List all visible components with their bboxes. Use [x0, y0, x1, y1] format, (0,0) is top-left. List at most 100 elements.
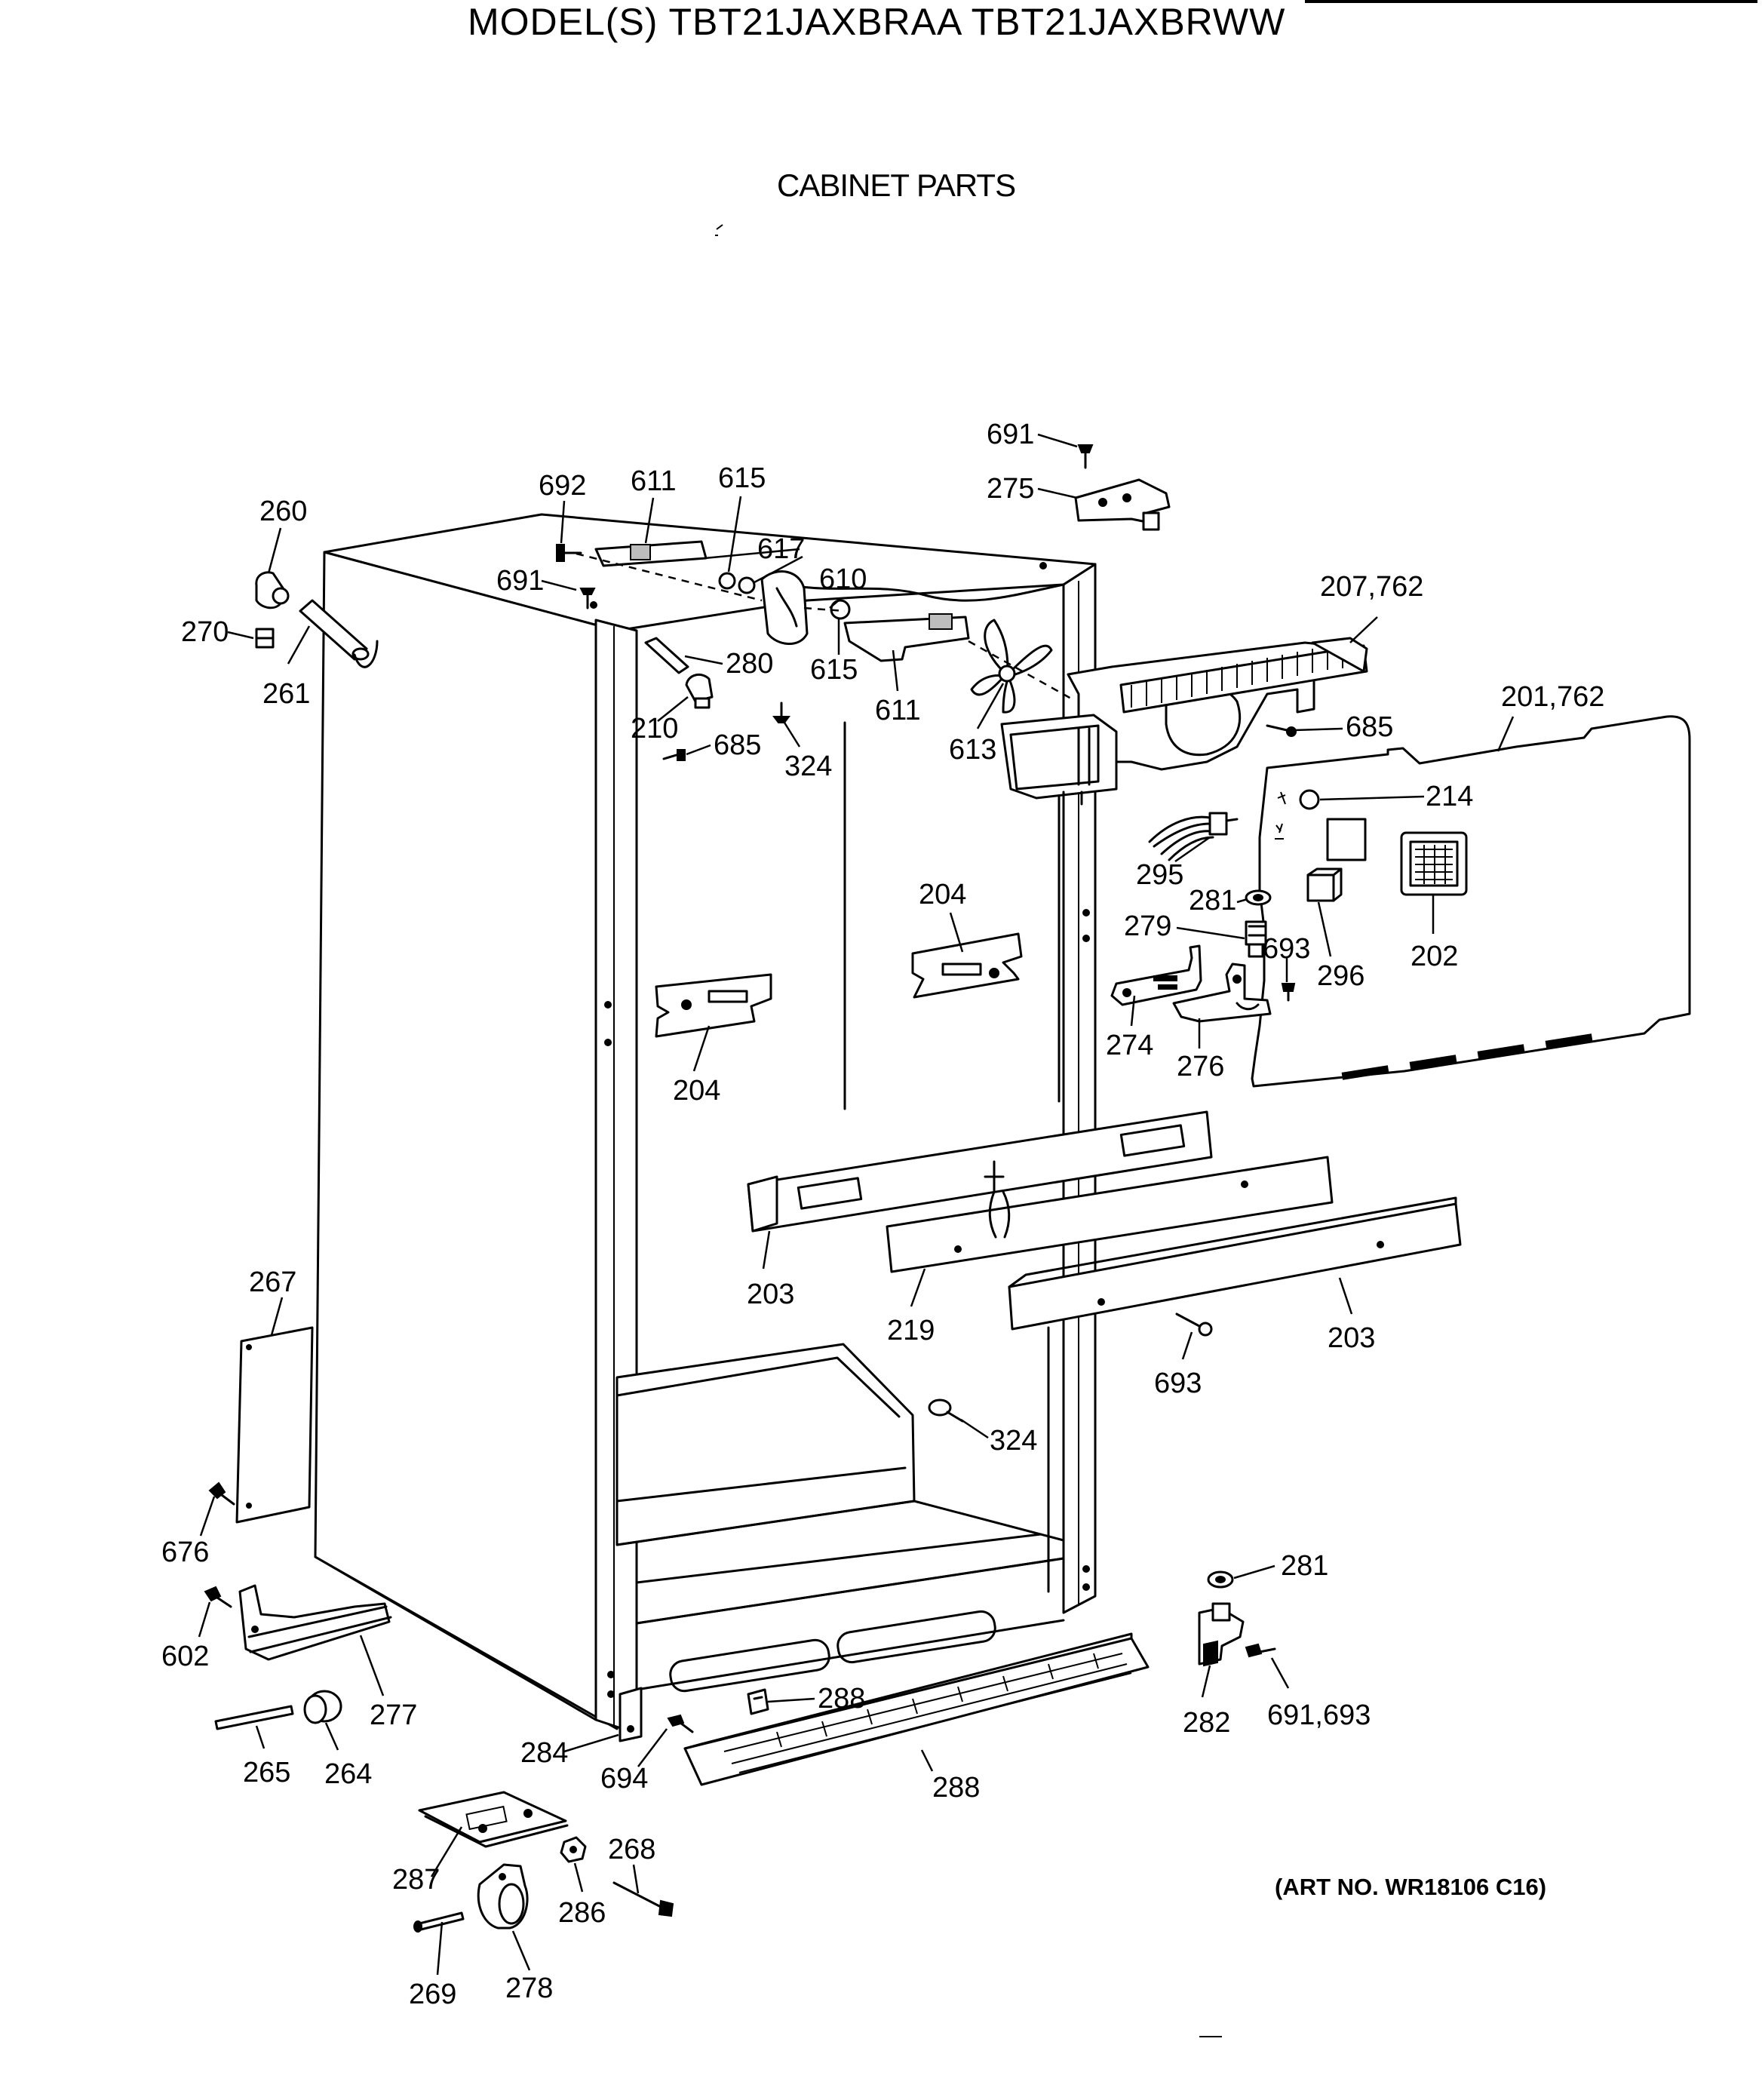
cabinet-body — [314, 513, 1097, 1735]
panel-267 — [235, 1326, 314, 1524]
callout-611-top: 611 — [631, 465, 677, 497]
bolt-268 — [612, 1881, 674, 1917]
switch-296 — [1306, 867, 1343, 902]
callout-692: 692 — [539, 470, 586, 502]
callout-693-mid: 693 — [1154, 1368, 1202, 1399]
screw-676 — [208, 1481, 235, 1506]
callout-280: 280 — [726, 648, 773, 680]
axle-265 — [214, 1705, 294, 1730]
callout-268: 268 — [608, 1834, 655, 1865]
cap-260 — [255, 571, 290, 609]
callout-269: 269 — [409, 1979, 456, 2010]
stile-screws — [590, 562, 1090, 1698]
callout-202: 202 — [1411, 941, 1458, 972]
screw-685-right — [1266, 724, 1297, 737]
hinge-pin-279 — [1245, 920, 1267, 958]
callout-615-top: 615 — [718, 462, 766, 494]
callout-276: 276 — [1177, 1051, 1224, 1082]
callout-267: 267 — [249, 1266, 296, 1298]
callout-694: 694 — [600, 1763, 648, 1795]
roller-264 — [303, 1690, 342, 1724]
fan-blade-613 — [970, 619, 1053, 714]
callout-201-762: 201,762 — [1501, 681, 1604, 713]
callout-270: 270 — [181, 616, 229, 648]
top-hinge-275 — [1074, 478, 1171, 531]
callout-274: 274 — [1106, 1030, 1153, 1061]
callout-281-upper: 281 — [1189, 885, 1236, 916]
callout-324-mid: 324 — [990, 1425, 1037, 1457]
center-hinge-276 — [1172, 962, 1272, 1023]
callout-261: 261 — [262, 678, 310, 710]
evaporator-cover-201 — [1251, 715, 1691, 1088]
bracket-277 — [238, 1584, 392, 1661]
callout-264: 264 — [324, 1758, 372, 1790]
callout-207-762: 207,762 — [1320, 571, 1423, 603]
header-rule — [1305, 0, 1757, 3]
callout-labels: 691 275 692 611 615 617 260 691 610 207,… — [161, 419, 1604, 2010]
callout-676: 676 — [161, 1537, 209, 1568]
art-number: (ART NO. WR18106 C16) — [1275, 1874, 1547, 1900]
nut-286 — [560, 1836, 587, 1863]
callout-203-left: 203 — [747, 1279, 794, 1310]
screw-693-upper — [1281, 983, 1296, 1002]
callout-610: 610 — [819, 563, 867, 595]
callout-279: 279 — [1124, 910, 1171, 942]
callout-219: 219 — [887, 1315, 935, 1346]
plug-210 — [685, 673, 714, 709]
callout-284: 284 — [520, 1737, 568, 1769]
screw-685-left — [662, 749, 686, 761]
callout-617: 617 — [757, 533, 805, 565]
plug-270 — [255, 628, 275, 649]
callout-613: 613 — [949, 734, 996, 766]
callout-204-right: 204 — [919, 879, 966, 910]
callout-615-mid: 615 — [810, 654, 858, 686]
screw-693-mid — [1175, 1312, 1213, 1337]
callout-265: 265 — [243, 1757, 290, 1788]
callout-611-mid: 611 — [875, 695, 921, 726]
washer-281-upper — [1245, 889, 1272, 906]
callout-214: 214 — [1426, 781, 1473, 812]
roller-bracket-278 — [477, 1863, 529, 1930]
breaker-strip-upper — [747, 1110, 1213, 1233]
screw-691-top — [1077, 444, 1094, 469]
callout-203-right: 203 — [1328, 1322, 1375, 1354]
pin-269 — [413, 1911, 465, 1933]
callout-295: 295 — [1136, 859, 1183, 891]
screw-692 — [556, 544, 582, 562]
screw-324-mid — [928, 1398, 964, 1423]
leveling-plate-287 — [418, 1791, 569, 1848]
callout-210: 210 — [631, 713, 678, 745]
bracket-204-right — [911, 932, 1023, 999]
center-hinge-274 — [1110, 944, 1202, 1006]
tube-280 — [644, 637, 689, 674]
callout-277: 277 — [370, 1699, 417, 1731]
section-title: CABINET PARTS — [777, 167, 1016, 203]
callout-282: 282 — [1183, 1707, 1230, 1739]
cover-vent-slots — [1341, 1033, 1593, 1080]
fan-motor-assembly — [576, 540, 1072, 714]
callout-287: 287 — [392, 1864, 440, 1896]
callout-685-left: 685 — [714, 729, 761, 761]
callout-691-693: 691,693 — [1267, 1699, 1371, 1731]
screw-691-left — [579, 588, 596, 609]
callout-324-top: 324 — [784, 751, 832, 782]
bracket-204-left — [655, 973, 772, 1038]
leader-lines — [198, 433, 1515, 1976]
callout-693-upper: 693 — [1263, 933, 1310, 965]
breaker-strip-lower — [1008, 1196, 1462, 1331]
screw-324-top — [772, 702, 790, 723]
callout-685-right: 685 — [1346, 711, 1393, 743]
screw-691-693-lower — [1245, 1643, 1276, 1658]
clip-288 — [747, 1688, 769, 1715]
callout-296: 296 — [1317, 960, 1364, 992]
callout-281-lower: 281 — [1281, 1550, 1328, 1582]
washer-281-lower — [1207, 1570, 1234, 1589]
callout-260: 260 — [259, 496, 307, 527]
callout-288-clip: 288 — [818, 1683, 865, 1715]
callout-278: 278 — [505, 1973, 553, 2004]
callout-691-left: 691 — [496, 565, 544, 597]
callout-204-left: 204 — [673, 1075, 720, 1107]
tube-261 — [299, 599, 379, 668]
callout-286: 286 — [558, 1897, 606, 1929]
callout-691-top: 691 — [987, 419, 1034, 450]
